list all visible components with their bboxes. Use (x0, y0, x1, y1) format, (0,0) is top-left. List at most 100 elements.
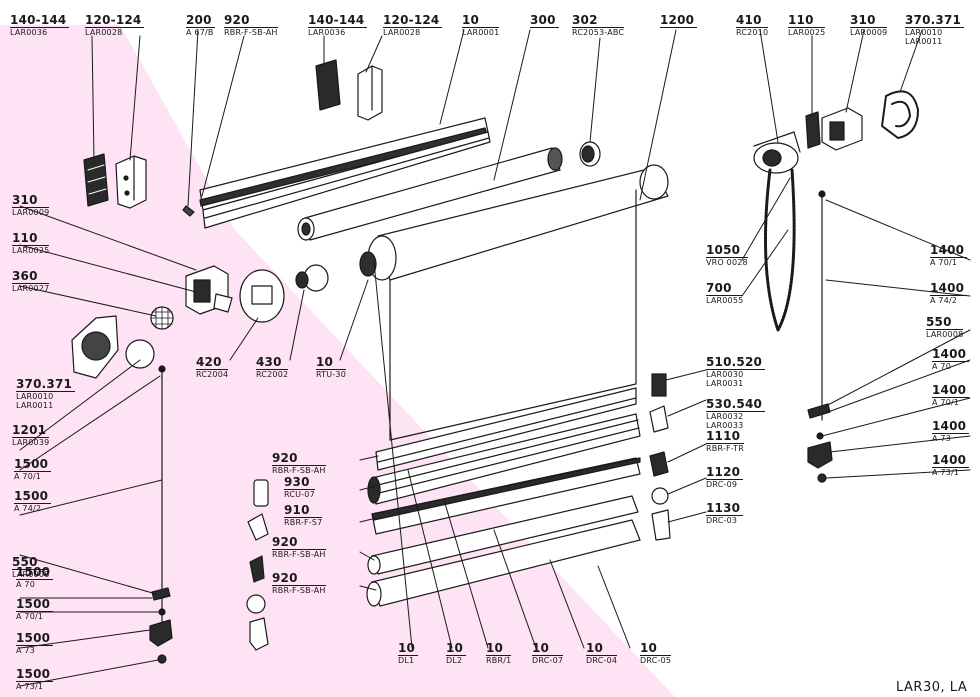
part-code: LAR0027 (12, 284, 50, 293)
part-label-p300: 300 (530, 14, 559, 28)
part-code: LAR0009 (12, 208, 50, 217)
part-code: RBR-F-SB-AH (224, 28, 278, 37)
part-number: 10 (462, 14, 500, 28)
part-code: RC2004 (196, 370, 229, 379)
part-code: RBR-F-SB-AH (272, 586, 326, 595)
part-number: 370.371 (905, 14, 965, 28)
part-number: 1110 (706, 430, 744, 444)
part-code: LAR0030 (706, 370, 744, 379)
part-label-p1200: 1200 (660, 14, 698, 28)
part-number: 1500 (14, 458, 52, 472)
part-code: RBR-F-S7 (284, 518, 323, 527)
part-number: 420 (196, 356, 229, 370)
part-number: 920 (272, 452, 326, 466)
part-code-secondary: LAR0031 (706, 379, 744, 388)
part-number: 1201 (12, 424, 50, 438)
part-430-cap (295, 264, 329, 292)
part-code: LAR0009 (850, 28, 888, 37)
part-code: DRC-03 (706, 516, 738, 525)
part-number: 1500 (16, 632, 54, 646)
part-code: LAR0008 (926, 330, 964, 339)
part-920-headrail (199, 117, 491, 229)
part-code: A 70/1 (14, 472, 42, 481)
part-1050-chain-loop (764, 168, 796, 332)
part-number: 10 (316, 356, 346, 370)
part-code: LAR0028 (383, 28, 421, 37)
part-number: 310 (12, 194, 50, 208)
part-number: 1500 (16, 668, 54, 682)
part-code: LAR0036 (10, 28, 48, 37)
part-number: 1120 (706, 466, 744, 480)
part-code: LAR0055 (706, 296, 744, 305)
part-1201-cap (125, 339, 155, 369)
part-number: 10 (532, 642, 564, 656)
part-code: RC2010 (736, 28, 769, 37)
part-number: 140-144 (10, 14, 70, 28)
part-number: 1500 (16, 598, 54, 612)
part-number: 1500 (14, 490, 52, 504)
part-endcaps-column (246, 479, 269, 651)
part-number: 1400 (932, 420, 970, 434)
part-number: 370.371 (16, 378, 76, 392)
part-1400-cord-right (807, 190, 833, 483)
part-code: DRC-07 (532, 656, 564, 665)
part-code: RBR-F-TR (706, 444, 744, 453)
part-code: LAR0008 (12, 570, 50, 579)
part-number: 120-124 (383, 14, 443, 28)
part-number: 140-144 (308, 14, 368, 28)
part-bottom-rail-910 (371, 457, 641, 535)
part-code: DRC-05 (640, 656, 672, 665)
part-code: LAR0010 (16, 392, 54, 401)
part-number: 920 (224, 14, 278, 28)
part-code: RC2053-ABC (572, 28, 625, 37)
part-number: 920 (272, 572, 326, 586)
part-code: A 73 (932, 434, 951, 443)
part-bottom-rail-920 (375, 387, 637, 471)
part-code: RBR/1 (486, 656, 512, 665)
part-140-144-bracket-left (83, 153, 109, 207)
part-right-endcaps (649, 373, 671, 541)
part-number: 930 (284, 476, 315, 490)
part-code: DL2 (446, 656, 463, 665)
part-code: LAR0032 (706, 412, 744, 421)
part-number: 410 (736, 14, 769, 28)
part-code: RTU-30 (316, 370, 346, 379)
footer-text: LAR30, LA (896, 680, 968, 695)
part-370-cover-left (71, 315, 119, 379)
part-number: 10 (398, 642, 419, 656)
part-code: DL1 (398, 656, 415, 665)
part-code: RC2002 (256, 370, 289, 379)
part-number: 360 (12, 270, 50, 284)
part-1500-cord-left (149, 365, 173, 664)
part-number: 910 (284, 504, 323, 518)
part-number: 1400 (930, 282, 968, 296)
part-number: 550 (12, 556, 50, 570)
part-number: 700 (706, 282, 744, 296)
part-140-144-bracket-mid (315, 59, 341, 111)
